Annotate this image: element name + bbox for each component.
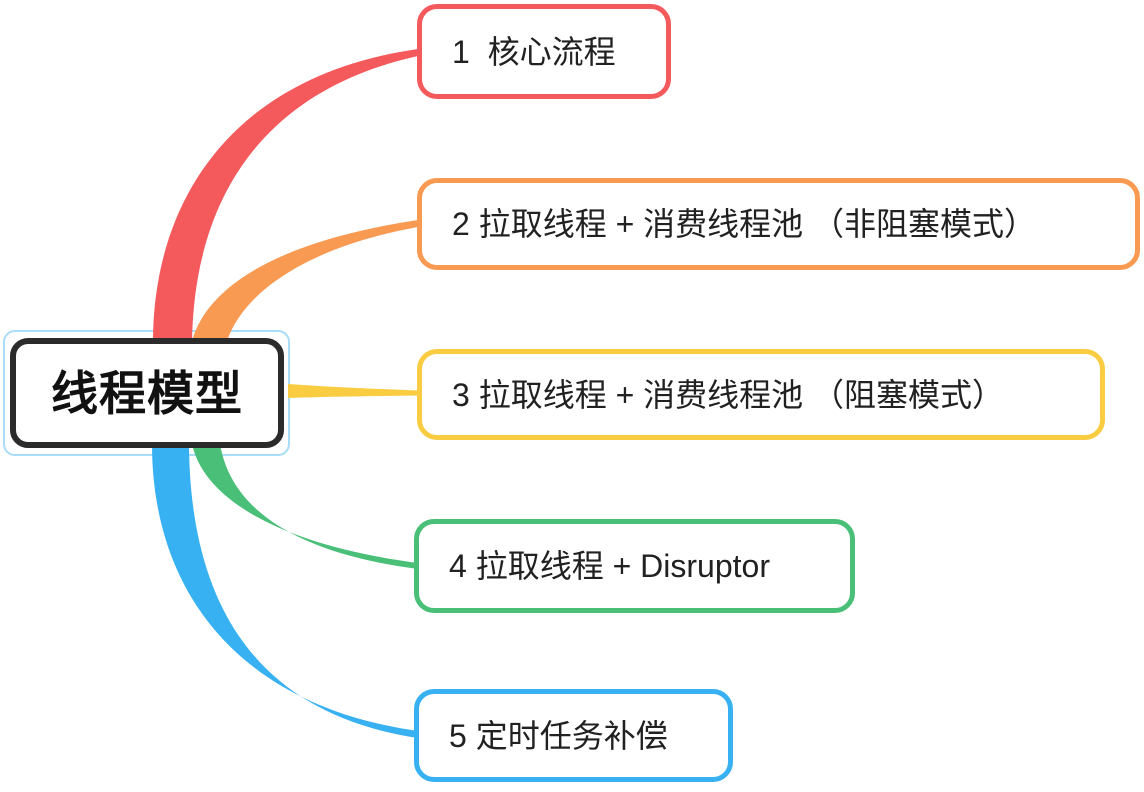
branch-curve-4 — [192, 444, 418, 569]
branch-topic-5-label: 5 定时任务补偿 — [449, 717, 668, 754]
branch-topic-1[interactable]: 1 核心流程 — [417, 4, 671, 99]
branch-topic-5[interactable]: 5 定时任务补偿 — [414, 689, 733, 782]
branch-topic-1-label: 1 核心流程 — [452, 33, 616, 70]
branch-topic-2-label: 2 拉取线程 + 消费线程池 （非阻塞模式） — [452, 206, 1037, 242]
branch-curve-2 — [191, 220, 418, 345]
root-topic-label: 线程模型 — [51, 366, 243, 420]
branch-curve-3 — [288, 384, 418, 398]
branch-curve-1 — [152, 49, 418, 345]
root-topic[interactable]: 线程模型 — [10, 338, 284, 448]
branch-topic-2[interactable]: 2 拉取线程 + 消费线程池 （非阻塞模式） — [417, 178, 1140, 270]
branch-topic-3-label: 3 拉取线程 + 消费线程池 （阻塞模式） — [452, 376, 1005, 413]
branch-curve-5 — [152, 444, 418, 738]
branch-topic-3[interactable]: 3 拉取线程 + 消费线程池 （阻塞模式） — [417, 349, 1105, 440]
branch-topic-4-label: 4 拉取线程 + Disruptor — [449, 548, 770, 584]
branch-topic-4[interactable]: 4 拉取线程 + Disruptor — [414, 519, 855, 613]
